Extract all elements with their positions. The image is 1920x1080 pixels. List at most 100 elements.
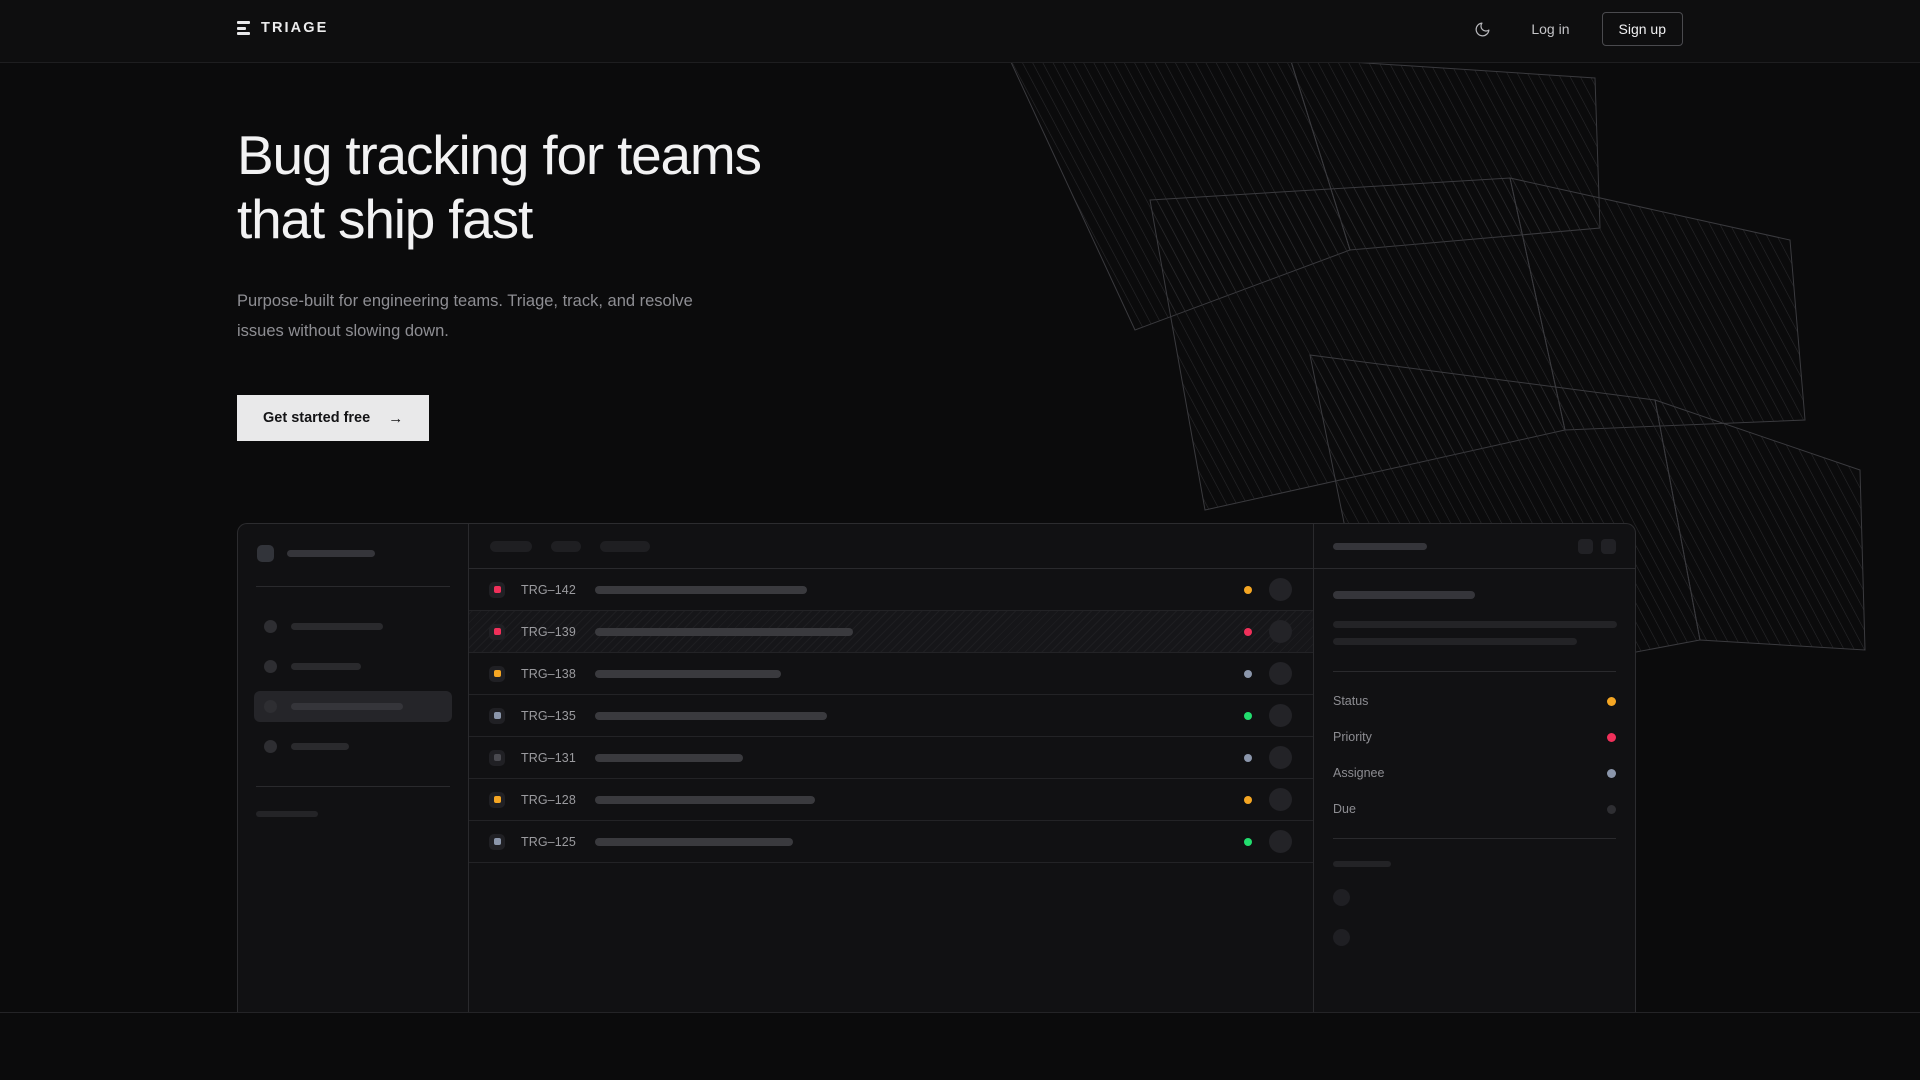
table-row[interactable]: TRG–142	[469, 569, 1313, 611]
stacked-bars-icon	[237, 21, 250, 35]
workspace-avatar	[257, 545, 274, 562]
sidebar-section-label	[256, 811, 318, 817]
meta-value-dot	[1607, 732, 1616, 742]
status-badge	[1244, 627, 1252, 636]
avatar[interactable]	[1269, 788, 1292, 811]
sidebar-divider-2	[256, 786, 450, 787]
issue-title-placeholder	[595, 627, 853, 636]
site-header: TRIAGE Log in Sign up	[0, 0, 1920, 63]
issue-id: TRG–131	[521, 750, 576, 765]
detail-meta-row[interactable]: Assignee	[1333, 766, 1616, 780]
avatar[interactable]	[1269, 704, 1292, 727]
status-badge	[1244, 795, 1252, 804]
detail-title-placeholder	[1333, 542, 1427, 550]
meta-label: Due	[1333, 802, 1356, 816]
login-link[interactable]: Log in	[1531, 21, 1570, 37]
moon-icon[interactable]	[1465, 12, 1499, 46]
logo[interactable]: TRIAGE	[237, 20, 328, 36]
signup-button[interactable]: Sign up	[1601, 12, 1683, 46]
avatar[interactable]	[1269, 620, 1292, 643]
filter-chip-1[interactable]	[490, 540, 532, 552]
table-row[interactable]: TRG–131	[469, 737, 1313, 779]
header-actions: Log in Sign up	[1465, 12, 1683, 46]
heading-line-2: that ship fast	[237, 188, 533, 250]
detail-header-buttons	[1578, 538, 1616, 554]
detail-meta-row[interactable]: Priority	[1333, 730, 1616, 744]
detail-header	[1314, 524, 1635, 569]
sidebar-item-label	[291, 703, 403, 710]
nav-icon	[264, 740, 277, 753]
issue-id: TRG–128	[521, 792, 576, 807]
avatar[interactable]	[1269, 662, 1292, 685]
detail-meta-row[interactable]: Due	[1333, 802, 1616, 816]
detail-divider-2	[1333, 838, 1616, 839]
sidebar-item-1[interactable]	[254, 611, 452, 642]
sidebar-nav	[254, 611, 452, 762]
comment-avatar-1	[1333, 889, 1350, 906]
sidebar-item-4[interactable]	[254, 731, 452, 762]
detail-text-line-2	[1333, 638, 1577, 645]
issue-id: TRG–125	[521, 834, 576, 849]
issue-id: TRG–139	[521, 624, 576, 639]
detail-divider	[1333, 671, 1616, 672]
issue-title-placeholder	[595, 753, 743, 762]
table-row[interactable]: TRG–139	[469, 611, 1313, 653]
issue-title-placeholder	[595, 669, 781, 678]
table-row[interactable]: TRG–125	[469, 821, 1313, 863]
priority-badge	[489, 791, 505, 808]
nav-icon	[264, 660, 277, 673]
list-toolbar	[469, 524, 1313, 569]
table-row[interactable]: TRG–138	[469, 653, 1313, 695]
avatar[interactable]	[1269, 830, 1292, 853]
footer-divider	[0, 1012, 1920, 1013]
logo-text: TRIAGE	[261, 20, 329, 36]
issue-id: TRG–142	[521, 582, 576, 597]
meta-label: Assignee	[1333, 766, 1385, 780]
meta-value-dot	[1607, 804, 1616, 814]
nav-icon	[264, 700, 277, 713]
detail-action-button-1[interactable]	[1578, 538, 1593, 554]
priority-badge	[489, 665, 505, 682]
sidebar-item-3-active[interactable]	[254, 691, 452, 722]
meta-label: Status	[1333, 694, 1369, 708]
status-badge	[1244, 753, 1252, 762]
priority-badge	[489, 833, 505, 850]
sidebar-item-2[interactable]	[254, 651, 452, 682]
avatar[interactable]	[1269, 746, 1292, 769]
workspace-switcher[interactable]	[254, 542, 452, 562]
priority-badge	[489, 623, 505, 640]
table-row[interactable]: TRG–128	[469, 779, 1313, 821]
issue-id: TRG–138	[521, 666, 576, 681]
issue-title-placeholder	[595, 711, 827, 720]
detail-heading-placeholder	[1333, 591, 1475, 599]
comments-label-placeholder	[1333, 861, 1391, 867]
detail-meta-row[interactable]: Status	[1333, 694, 1616, 708]
nav-icon	[264, 620, 277, 633]
status-badge	[1244, 585, 1252, 594]
cta-label: Get started free	[263, 410, 371, 426]
comment-avatar-2	[1333, 929, 1350, 946]
get-started-button[interactable]: Get started free →	[237, 395, 430, 441]
sidebar-item-label	[291, 743, 349, 750]
filter-chip-3[interactable]	[600, 540, 650, 552]
sidebar-divider	[256, 586, 450, 587]
detail-action-button-2[interactable]	[1601, 538, 1616, 554]
priority-badge	[489, 707, 505, 724]
hero-subheading: Purpose-built for engineering teams. Tri…	[237, 292, 693, 340]
meta-value-dot	[1607, 768, 1616, 778]
hero-section: Bug tracking for teams that ship fast Pu…	[237, 123, 762, 441]
priority-badge	[489, 749, 505, 766]
filter-chip-2[interactable]	[551, 540, 581, 552]
avatar[interactable]	[1269, 578, 1292, 601]
workspace-name-placeholder	[287, 550, 375, 557]
table-row[interactable]: TRG–135	[469, 695, 1313, 737]
priority-badge	[489, 581, 505, 598]
issue-title-placeholder	[595, 585, 807, 594]
issue-title-placeholder	[595, 795, 815, 804]
arrow-right-icon: →	[388, 409, 404, 427]
